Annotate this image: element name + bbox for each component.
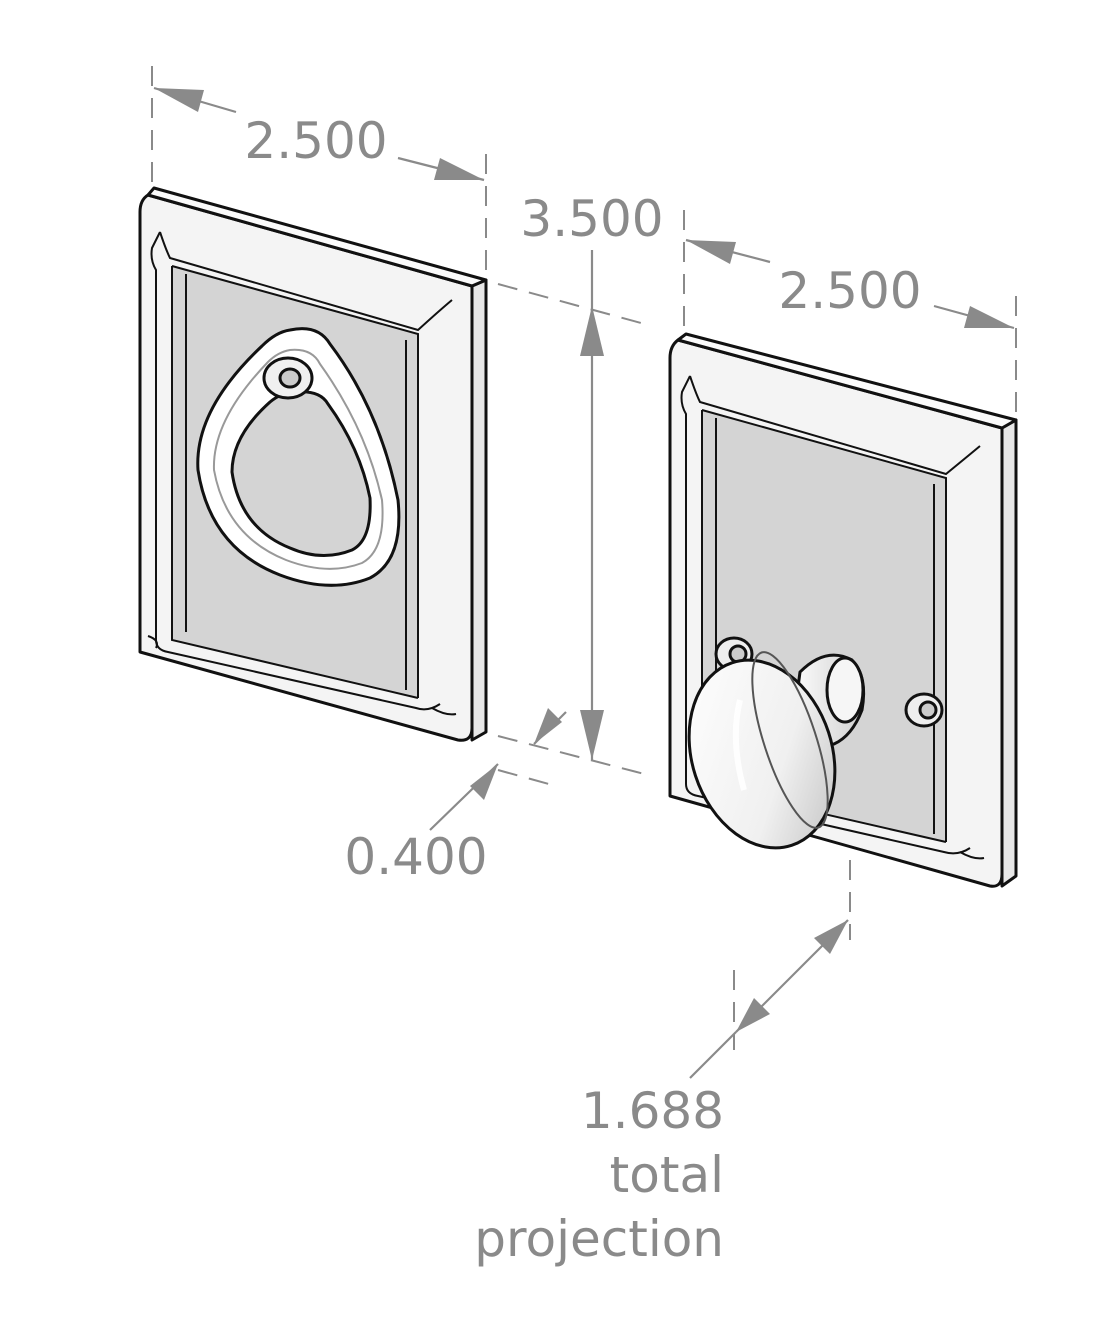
- dimension-label-projection-line2: projection: [474, 1210, 724, 1268]
- dimension-label-width-left: 2.500: [244, 112, 387, 170]
- arrowhead: [580, 710, 604, 760]
- left-plate-molding-top: [159, 231, 453, 332]
- right-screw-hole-right: [918, 700, 938, 720]
- dimension-projection: 1.688 total projection: [474, 860, 851, 1268]
- left-plate-molding-edge: [150, 231, 441, 711]
- dimension-width-right: 2.500: [683, 210, 1017, 412]
- arrowhead: [686, 240, 736, 264]
- arrowhead: [470, 764, 498, 800]
- right-plate-molding-top: [689, 375, 981, 476]
- right-plate-molding-edge: [680, 375, 971, 855]
- dimension-label-thickness: 0.400: [344, 828, 487, 886]
- left-plate-top: [146, 186, 488, 288]
- dimension-width-left: 2.500: [151, 66, 487, 270]
- dimension-label-height: 3.500: [520, 190, 663, 248]
- arrowhead: [154, 88, 204, 112]
- left-plate-side: [470, 278, 488, 742]
- arrowhead: [534, 708, 562, 744]
- thumbturn-ring: [196, 327, 401, 587]
- dimension-height: 3.500: [497, 190, 664, 777]
- arrowhead: [964, 306, 1014, 328]
- arrowhead: [580, 306, 604, 356]
- ring-screw-hole: [278, 367, 302, 389]
- arrowhead: [736, 998, 770, 1032]
- dimension-thickness: 0.400: [344, 708, 567, 886]
- dimension-label-projection-line1: total: [610, 1146, 724, 1204]
- right-plate-side: [1000, 418, 1018, 888]
- ring-inner-hole: [230, 390, 372, 558]
- dimension-label-width-right: 2.500: [778, 262, 921, 320]
- arrowhead: [434, 158, 484, 180]
- arrowhead: [814, 920, 848, 954]
- knob-body: [687, 658, 837, 850]
- left-plate: [138, 186, 488, 742]
- right-plate-top: [676, 332, 1018, 430]
- dimension-label-projection-value: 1.688: [581, 1082, 724, 1140]
- door-knob: [687, 651, 866, 850]
